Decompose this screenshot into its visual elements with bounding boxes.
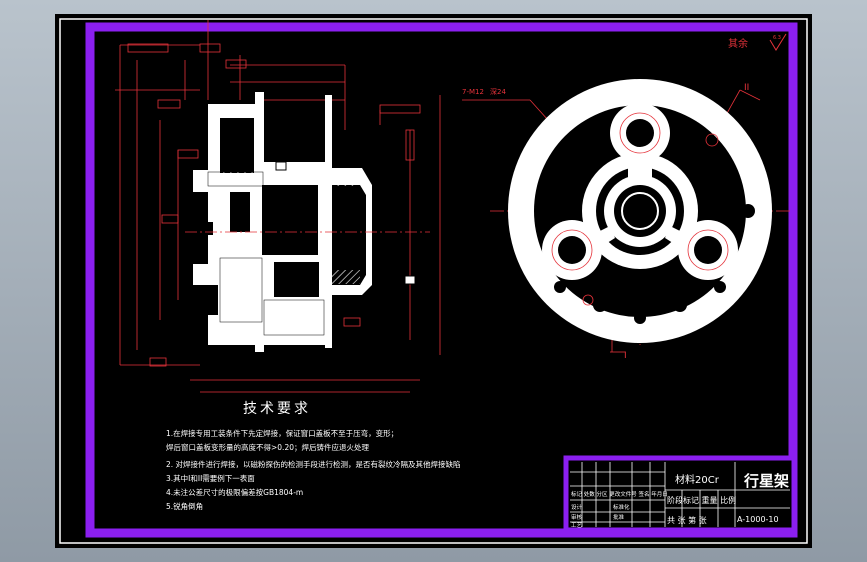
roughness-symbol-icon: 6.3 [769,33,787,51]
hatch-lower-right [328,270,360,284]
requirement-4: 4.未注公差尺寸的极限偏差按GB1804-m [166,487,303,497]
requirement-2: 2. 对焊接件进行焊接，以磁粉探伤的检测手段进行检测，是否有裂纹冷隔及其他焊接缺… [166,459,461,469]
row-review: 审核 [571,513,583,521]
tolerance-frames [127,43,421,367]
bore-upper [274,118,319,158]
front-view: 7-M12 深24 II I [462,79,790,361]
requirement-3: 3.其中I和II需要例下一表面 [166,473,255,483]
spokes [590,150,690,250]
stage-row: 阶段标记 重量 比例 [667,495,736,505]
roughness-value: 6.3 [773,35,781,41]
requirement-1b: 焊后窗口盖板变形量的高度不得>0.20；焊后铸件应退火处理 [166,442,369,452]
view-label-i: I [624,351,627,361]
hatch-upper-left [207,171,264,187]
chamfer-cavity [332,185,366,285]
requirement-5: 5.锐角倒角 [166,501,203,511]
row-design: 设计 [571,503,583,511]
tech-requirements-list: 1.在焊接专用工装条件下先定焊接，保证窗口盖板不至于压弯，变形； 焊后窗口盖板变… [166,428,461,511]
hatch-lower-left [219,257,263,323]
role-approve: 批准 [613,513,625,521]
bolt-holes [542,120,755,324]
requirement-1: 1.在焊接专用工装条件下先定焊接，保证窗口盖板不至于压弯，变形； [166,428,398,438]
title-block: 材料20Cr 行星架 A-1000-10 标记 处数 分区 更改文件号 签名 年… [563,455,797,533]
window-upper [220,118,254,173]
hatch-upper-right [328,172,358,186]
sheet-row: 共 张 第 张 [667,515,707,525]
roughness-note: 其余 [728,37,748,50]
hatch-lower-mid [263,299,325,336]
role-standardization: 标准化 [613,503,630,511]
pocket-left [230,192,250,232]
section-dimensions [115,20,441,393]
section-view [115,20,441,393]
row-process: 工艺 [571,522,583,529]
center-bore-edge [621,192,659,230]
material-label: 材料20Cr [675,473,720,486]
planet-bosses [542,103,738,280]
drawing-frame [85,22,798,538]
datum-marker-a [275,161,287,171]
datum-marker-b [404,275,416,285]
depth-spec: 深24 [490,87,506,96]
bolt-circle-marks [551,112,729,306]
tech-requirements-title: 技术要求 [243,401,311,417]
hole-spec: 7-M12 [462,88,484,96]
bore-lower [274,262,319,297]
view-label-ii: II [744,83,749,93]
part-name: 行星架 [743,472,789,490]
signature-row: 标记 处数 分区 更改文件号 签名 年月日 [571,490,668,498]
drawing-number: A-1000-10 [737,515,779,524]
outer-border [59,18,808,544]
inner-cavity [262,185,318,255]
